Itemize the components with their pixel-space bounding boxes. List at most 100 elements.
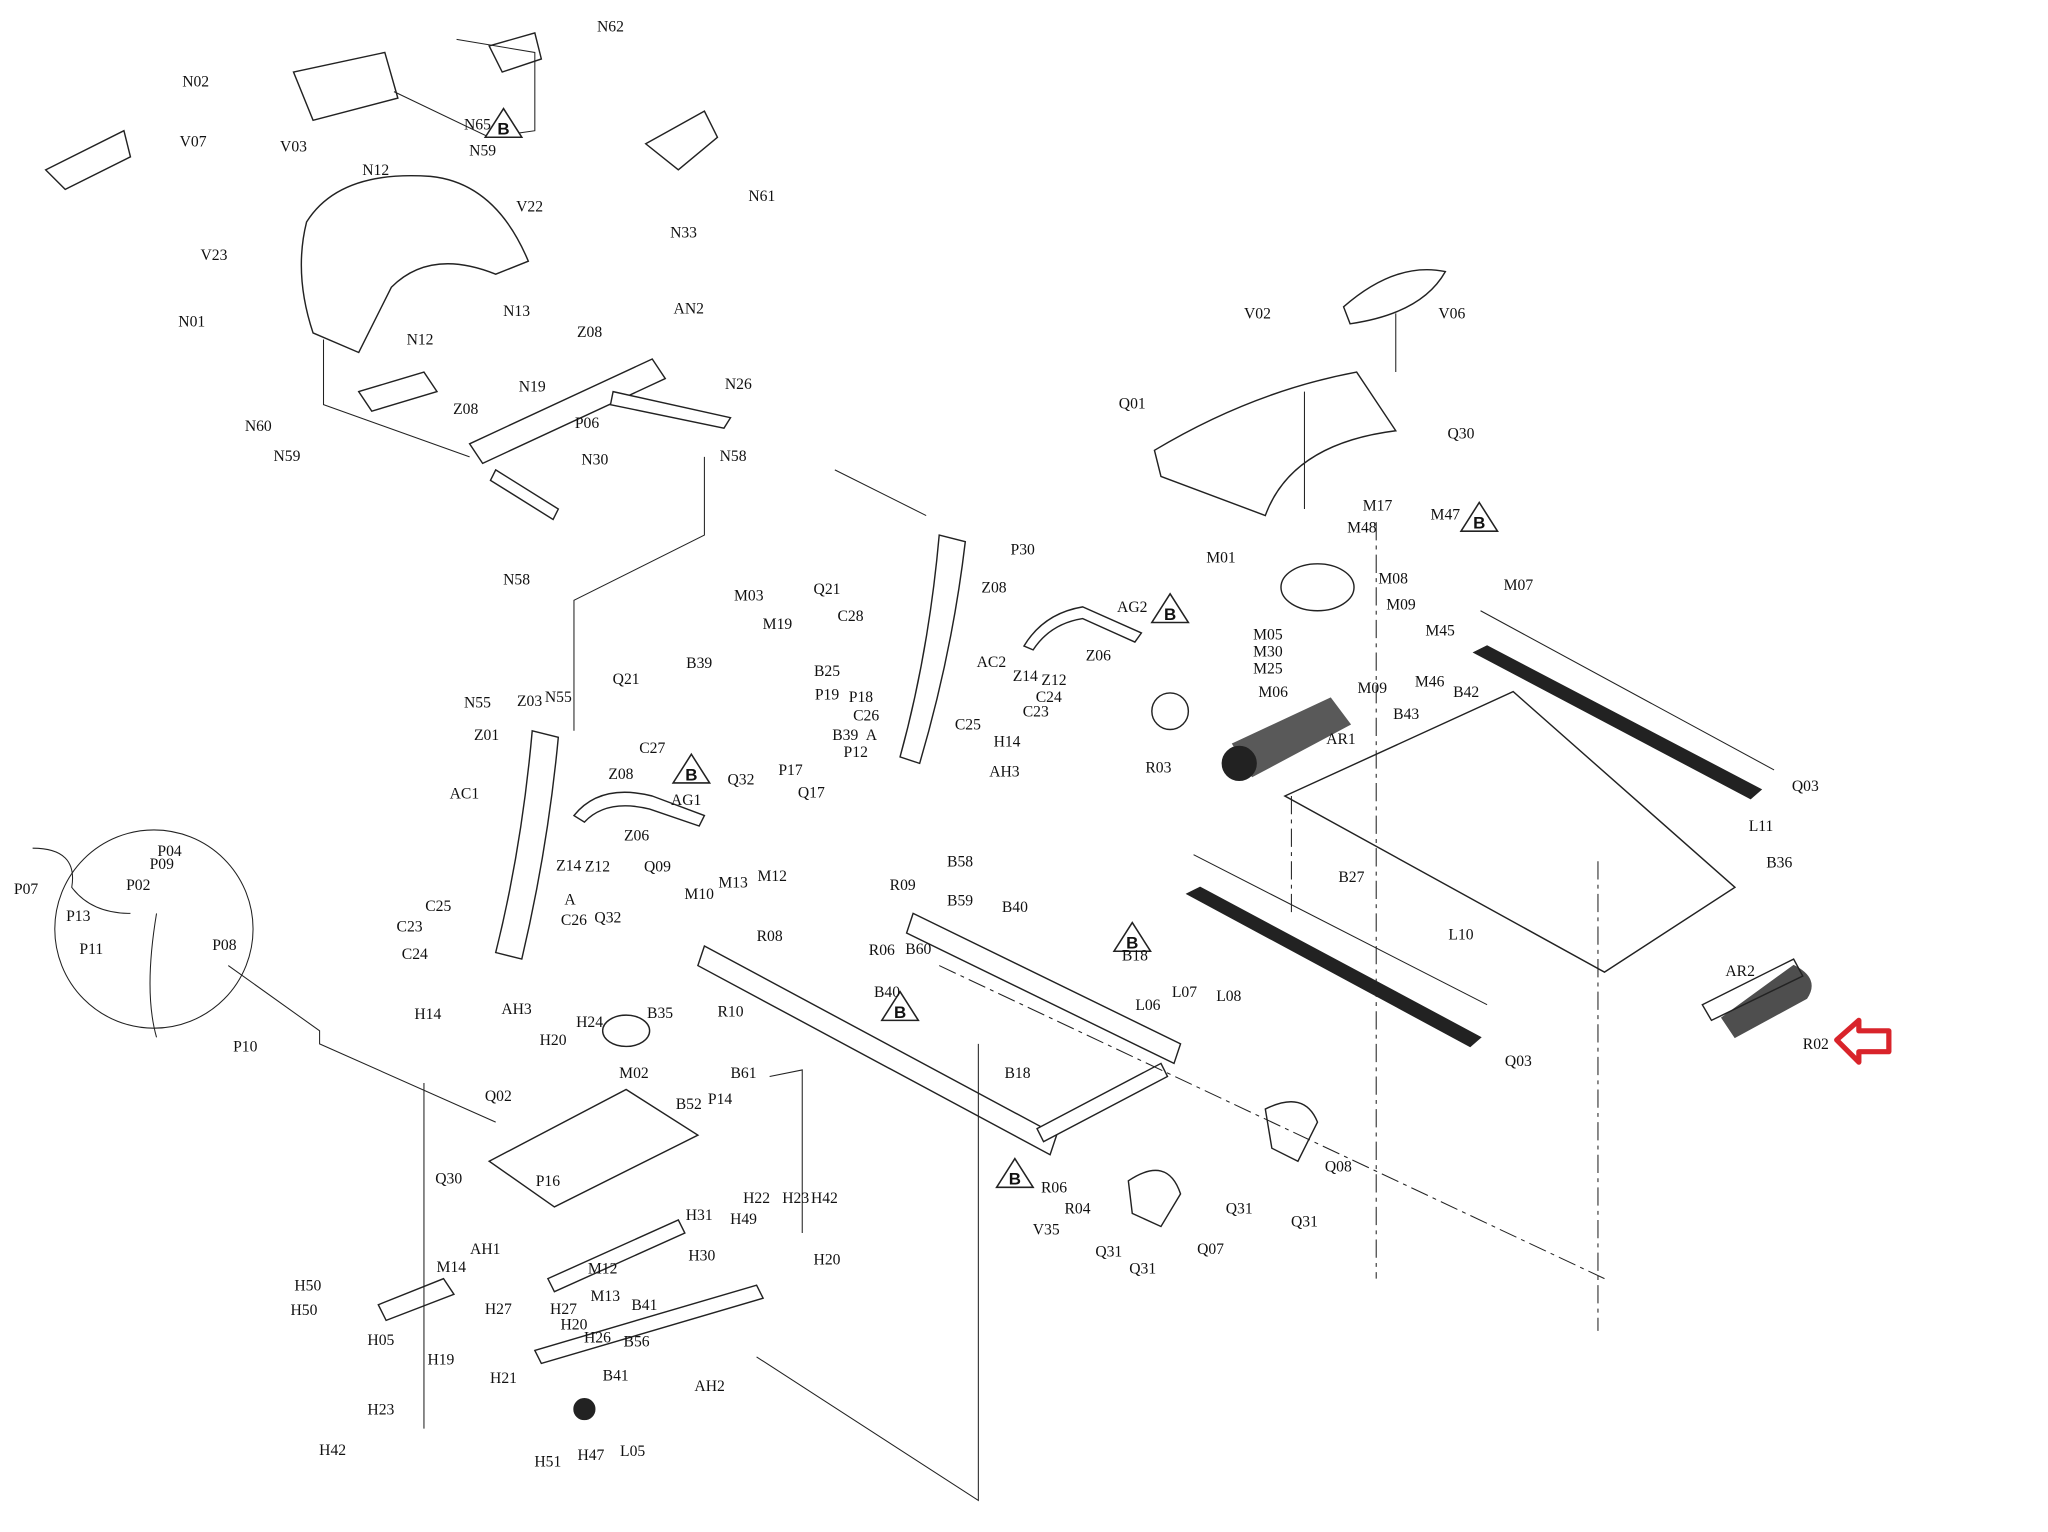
- part-label-b25: B25: [814, 663, 840, 680]
- part-label-q07: Q07: [1197, 1241, 1224, 1258]
- part-label-h51: H51: [534, 1453, 561, 1470]
- frame-right-rail: [905, 912, 1182, 1065]
- deck-b27: [1283, 690, 1737, 973]
- part-label-p19: P19: [815, 686, 840, 703]
- end-cap-q07: [1127, 1169, 1182, 1228]
- part-label-b40: B40: [874, 984, 900, 1001]
- part-label-p17: P17: [778, 762, 803, 779]
- part-label-h47: H47: [577, 1447, 604, 1464]
- part-label-h14: H14: [414, 1006, 441, 1023]
- part-label-q30: Q30: [435, 1170, 462, 1187]
- part-label-r10: R10: [717, 1003, 743, 1020]
- part-label-m07: M07: [1504, 577, 1534, 594]
- part-label-l07: L07: [1172, 984, 1197, 1001]
- part-label-p02: P02: [126, 877, 150, 894]
- part-label-n26: N26: [725, 376, 752, 393]
- part-label-v22: V22: [516, 199, 543, 216]
- crossbar-an2: [468, 358, 667, 465]
- part-label-n55: N55: [545, 689, 572, 706]
- part-label-p18: P18: [849, 689, 874, 706]
- part-label-m12: M12: [588, 1260, 618, 1277]
- part-label-v07: V07: [180, 133, 207, 150]
- part-label-m05: M05: [1253, 626, 1283, 643]
- part-label-m01: M01: [1206, 550, 1236, 567]
- part-label-q17: Q17: [798, 784, 825, 801]
- callout-letter: B: [1164, 605, 1176, 624]
- part-label-m30: M30: [1253, 643, 1283, 660]
- part-label-l11: L11: [1749, 818, 1774, 835]
- part-label-n02: N02: [182, 73, 209, 90]
- handle-ag2: [1022, 606, 1143, 651]
- part-label-c24: C24: [402, 946, 428, 963]
- part-label-p08: P08: [212, 937, 237, 954]
- part-label-n13: N13: [503, 303, 530, 320]
- motor-cover-q01: [1153, 371, 1398, 517]
- part-label-n33: N33: [670, 225, 697, 242]
- part-label-z06: Z06: [624, 827, 649, 844]
- end-cap-q08: [1264, 1101, 1319, 1163]
- part-label-m47: M47: [1431, 506, 1461, 523]
- part-label-v02: V02: [1244, 306, 1271, 323]
- part-label-b60: B60: [905, 941, 931, 958]
- part-label-n65: N65: [464, 116, 491, 133]
- part-label-r06: R06: [869, 942, 895, 959]
- callout-triangle: B: [1112, 921, 1152, 953]
- assembly-lines: [227, 38, 1397, 1502]
- part-label-z08: Z08: [608, 766, 633, 783]
- part-label-h20: H20: [540, 1032, 567, 1049]
- part-label-q30: Q30: [1448, 426, 1475, 443]
- part-label-c28: C28: [837, 608, 863, 625]
- part-label-h42: H42: [811, 1190, 838, 1207]
- part-label-p30: P30: [1011, 542, 1036, 559]
- part-label-h42: H42: [319, 1442, 346, 1459]
- part-label-n12: N12: [362, 162, 389, 179]
- part-label-m02: M02: [619, 1065, 649, 1082]
- part-label-v03: V03: [280, 139, 307, 156]
- part-label-q21: Q21: [814, 581, 841, 598]
- part-label-h20: H20: [814, 1251, 841, 1268]
- part-label-z12: Z12: [585, 859, 610, 876]
- pcb-n60: [357, 371, 439, 413]
- rail-outline: [1193, 610, 1775, 1006]
- part-label-z14: Z14: [1013, 668, 1038, 685]
- part-label-z03: Z03: [517, 693, 542, 710]
- part-label-h27: H27: [485, 1301, 512, 1318]
- part-label-b52: B52: [676, 1096, 702, 1113]
- callout-triangle: B: [483, 107, 524, 139]
- part-label-r04: R04: [1064, 1200, 1090, 1217]
- part-label-h30: H30: [688, 1247, 715, 1264]
- console-top-n02: [292, 51, 399, 122]
- part-label-ar2: AR2: [1725, 963, 1755, 980]
- callout-letter: B: [685, 765, 697, 784]
- part-label-r06: R06: [1041, 1180, 1067, 1197]
- callout-letter: B: [497, 120, 509, 139]
- part-label-n19: N19: [519, 379, 546, 396]
- part-label-ah3: AH3: [501, 1001, 532, 1018]
- part-label-m13: M13: [718, 874, 748, 891]
- part-label-q08: Q08: [1325, 1159, 1352, 1176]
- part-label-r03: R03: [1145, 760, 1171, 777]
- part-label-h27: H27: [550, 1301, 577, 1318]
- pulley-r03: [1151, 692, 1190, 731]
- part-label-p12: P12: [844, 744, 868, 761]
- lift-motor-m02: [601, 1014, 651, 1048]
- part-label-b36: B36: [1766, 855, 1792, 872]
- part-label-z12: Z12: [1041, 672, 1066, 689]
- upright-ac2: [899, 534, 967, 765]
- callout-letter: B: [1473, 514, 1485, 533]
- part-label-r02: R02: [1803, 1036, 1829, 1053]
- part-label-m06: M06: [1258, 684, 1288, 701]
- part-label-m46: M46: [1415, 673, 1445, 690]
- part-label-v23: V23: [200, 247, 227, 264]
- part-label-m17: M17: [1363, 497, 1393, 514]
- part-label-q03: Q03: [1505, 1053, 1532, 1070]
- part-label-b61: B61: [731, 1065, 757, 1082]
- part-label-h49: H49: [730, 1211, 757, 1228]
- part-label-m14: M14: [437, 1259, 467, 1276]
- part-label-p10: P10: [233, 1039, 258, 1056]
- panel-v07: [44, 129, 132, 191]
- part-label-q02: Q02: [485, 1088, 512, 1105]
